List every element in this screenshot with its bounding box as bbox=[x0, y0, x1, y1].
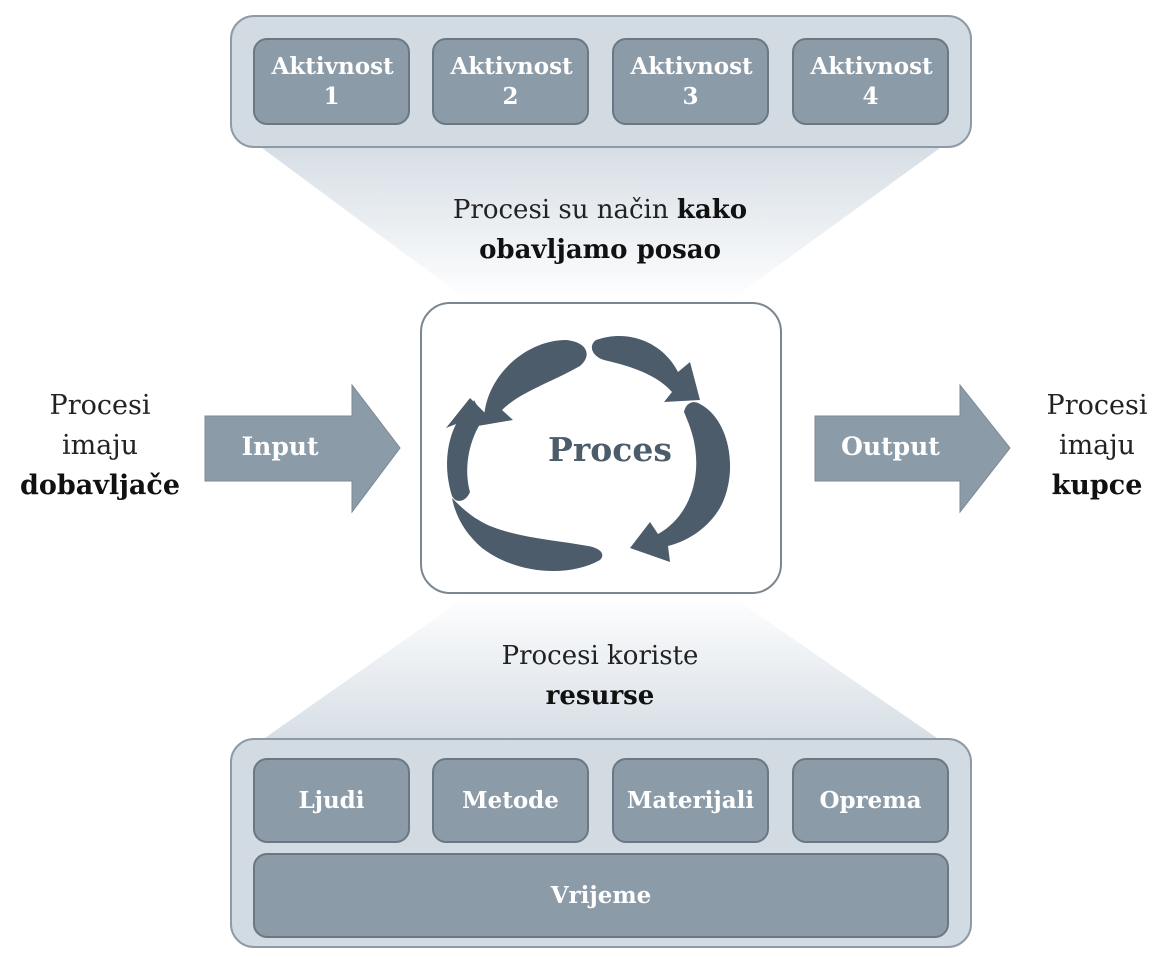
resource-box-vrijeme: Vrijeme bbox=[253, 853, 949, 938]
left-caption: Procesi imaju dobavljače bbox=[0, 386, 200, 506]
left-bold: dobavljače bbox=[19, 470, 181, 501]
caption-bottom-bold: resurse bbox=[545, 681, 655, 711]
bottom-funnel bbox=[262, 594, 940, 740]
activity-label-3: Aktivnost 3 bbox=[630, 52, 753, 110]
resource-box-ljudi: Ljudi bbox=[253, 758, 410, 843]
right-line-2: imaju bbox=[1058, 430, 1136, 461]
activity-box-3: Aktivnost 3 bbox=[612, 38, 769, 125]
caption-bottom: Procesi koriste resurse bbox=[420, 636, 780, 716]
resource-label-3: Materijali bbox=[626, 786, 755, 814]
left-line-1: Procesi bbox=[49, 390, 151, 421]
right-bold: kupce bbox=[1051, 470, 1143, 501]
output-label: Output bbox=[841, 432, 940, 461]
resource-box-materijali: Materijali bbox=[612, 758, 769, 843]
input-label: Input bbox=[241, 432, 319, 461]
process-label: Proces bbox=[548, 430, 672, 469]
caption-top-plain: Procesi su način bbox=[452, 195, 677, 225]
caption-top-bold-1: kako bbox=[676, 195, 748, 225]
resource-label-wide: Vrijeme bbox=[550, 881, 652, 909]
top-funnel bbox=[262, 148, 940, 302]
resource-box-oprema: Oprema bbox=[792, 758, 949, 843]
resource-label-1: Ljudi bbox=[298, 786, 365, 814]
activity-box-1: Aktivnost 1 bbox=[253, 38, 410, 125]
activity-box-4: Aktivnost 4 bbox=[792, 38, 949, 125]
resource-label-2: Metode bbox=[462, 786, 559, 814]
resource-label-4: Oprema bbox=[819, 786, 922, 814]
caption-bottom-plain: Procesi koriste bbox=[501, 641, 699, 671]
activity-box-2: Aktivnost 2 bbox=[432, 38, 589, 125]
resource-box-metode: Metode bbox=[432, 758, 589, 843]
left-line-2: imaju bbox=[61, 430, 139, 461]
right-line-1: Procesi bbox=[1046, 390, 1148, 421]
activity-label-4: Aktivnost 4 bbox=[810, 52, 933, 110]
activity-label-1: Aktivnost 1 bbox=[271, 52, 394, 110]
output-arrow bbox=[814, 383, 1011, 514]
input-arrow bbox=[204, 383, 401, 514]
right-caption: Procesi imaju kupce bbox=[1030, 386, 1164, 506]
caption-top-bold-2: obavljamo posao bbox=[479, 235, 721, 265]
activity-label-2: Aktivnost 2 bbox=[450, 52, 573, 110]
caption-top: Procesi su način kako obavljamo posao bbox=[380, 190, 820, 270]
